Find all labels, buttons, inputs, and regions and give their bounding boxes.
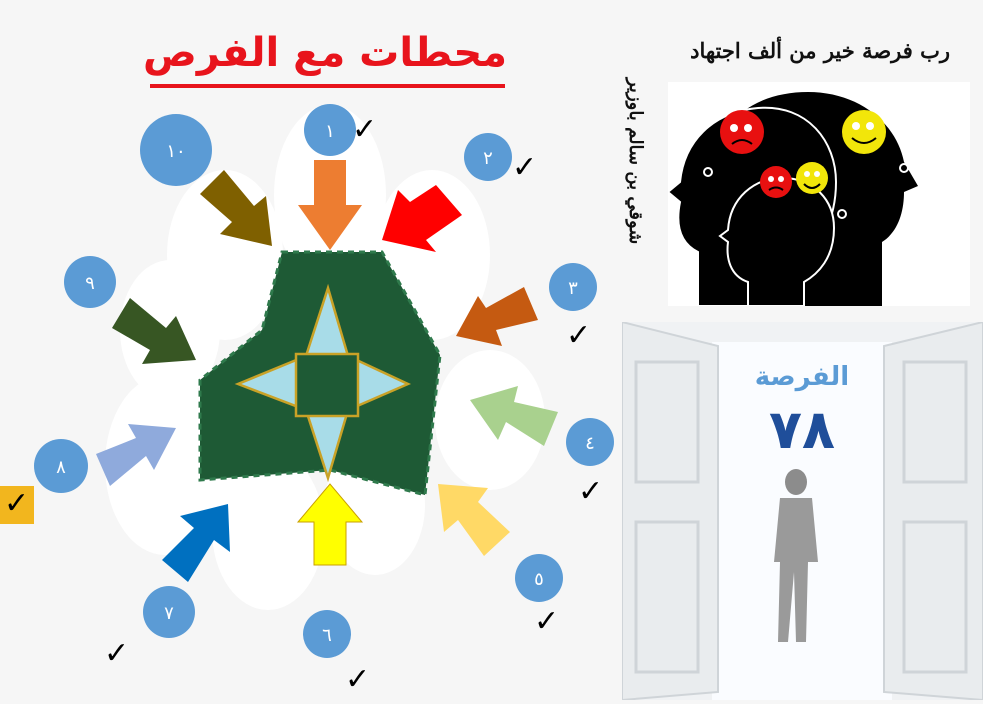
arrow-2 bbox=[382, 185, 462, 252]
check-mark-1: ✓ bbox=[352, 112, 378, 147]
station-number-3: ٣ bbox=[568, 278, 578, 299]
arrow-7 bbox=[162, 504, 230, 582]
check-mark-6: ✓ bbox=[345, 662, 371, 697]
check-mark-4: ✓ bbox=[578, 474, 604, 509]
station-number-2: ٢ bbox=[483, 148, 493, 169]
quote-text: رب فرصة خير من ألف اجتهاد bbox=[690, 38, 950, 63]
highlight-box bbox=[0, 486, 34, 524]
check-mark-2: ✓ bbox=[512, 150, 538, 185]
door-label: الفرصة bbox=[754, 362, 850, 392]
station-number-1: ١ bbox=[325, 121, 335, 142]
station-number-8: ٨ bbox=[56, 457, 66, 478]
station-number-4: ٤ bbox=[585, 433, 595, 454]
door-illustration: الفرصة ٧٨ bbox=[621, 320, 983, 702]
arrow-9 bbox=[112, 298, 196, 364]
station-circle-3 bbox=[549, 263, 597, 311]
title-underline bbox=[150, 84, 505, 88]
check-mark-7: ✓ bbox=[104, 636, 130, 671]
arrow-3 bbox=[456, 287, 538, 346]
check-mark-8: ✓ bbox=[4, 486, 30, 521]
station-circle-9 bbox=[64, 256, 116, 308]
station-circle-2 bbox=[464, 133, 512, 181]
stations-diagram: ١ ٢ ٣ ٤ ٥ ٦ ٧ ٨ ٩ ١٠ bbox=[34, 104, 614, 658]
station-number-6: ٦ bbox=[322, 625, 332, 646]
station-circle-8 bbox=[34, 439, 88, 493]
station-circle-1 bbox=[304, 104, 356, 156]
author-name: شوقي بن سالم باوزير bbox=[625, 78, 646, 245]
arrow-4 bbox=[470, 386, 558, 446]
station-circle-6 bbox=[303, 610, 351, 658]
arrow-1 bbox=[298, 160, 362, 250]
arrow-8 bbox=[96, 424, 176, 486]
arrow-6 bbox=[296, 483, 364, 566]
station-circle-10 bbox=[140, 114, 212, 186]
station-number-5: ٥ bbox=[534, 569, 544, 590]
check-mark-5: ✓ bbox=[534, 604, 560, 639]
arrow-10 bbox=[200, 170, 272, 246]
arrow-5 bbox=[438, 484, 510, 556]
check-mark-3: ✓ bbox=[566, 318, 592, 353]
station-circle-4 bbox=[566, 418, 614, 466]
page-title: محطات مع الفرص bbox=[143, 30, 507, 76]
station-number-9: ٩ bbox=[85, 273, 95, 294]
station-circle-5 bbox=[515, 554, 563, 602]
station-circle-7 bbox=[143, 586, 195, 638]
door-number: ٧٨ bbox=[769, 398, 835, 461]
station-number-7: ٧ bbox=[164, 603, 174, 624]
heads-illustration bbox=[666, 82, 970, 307]
station-number-10: ١٠ bbox=[166, 141, 185, 162]
